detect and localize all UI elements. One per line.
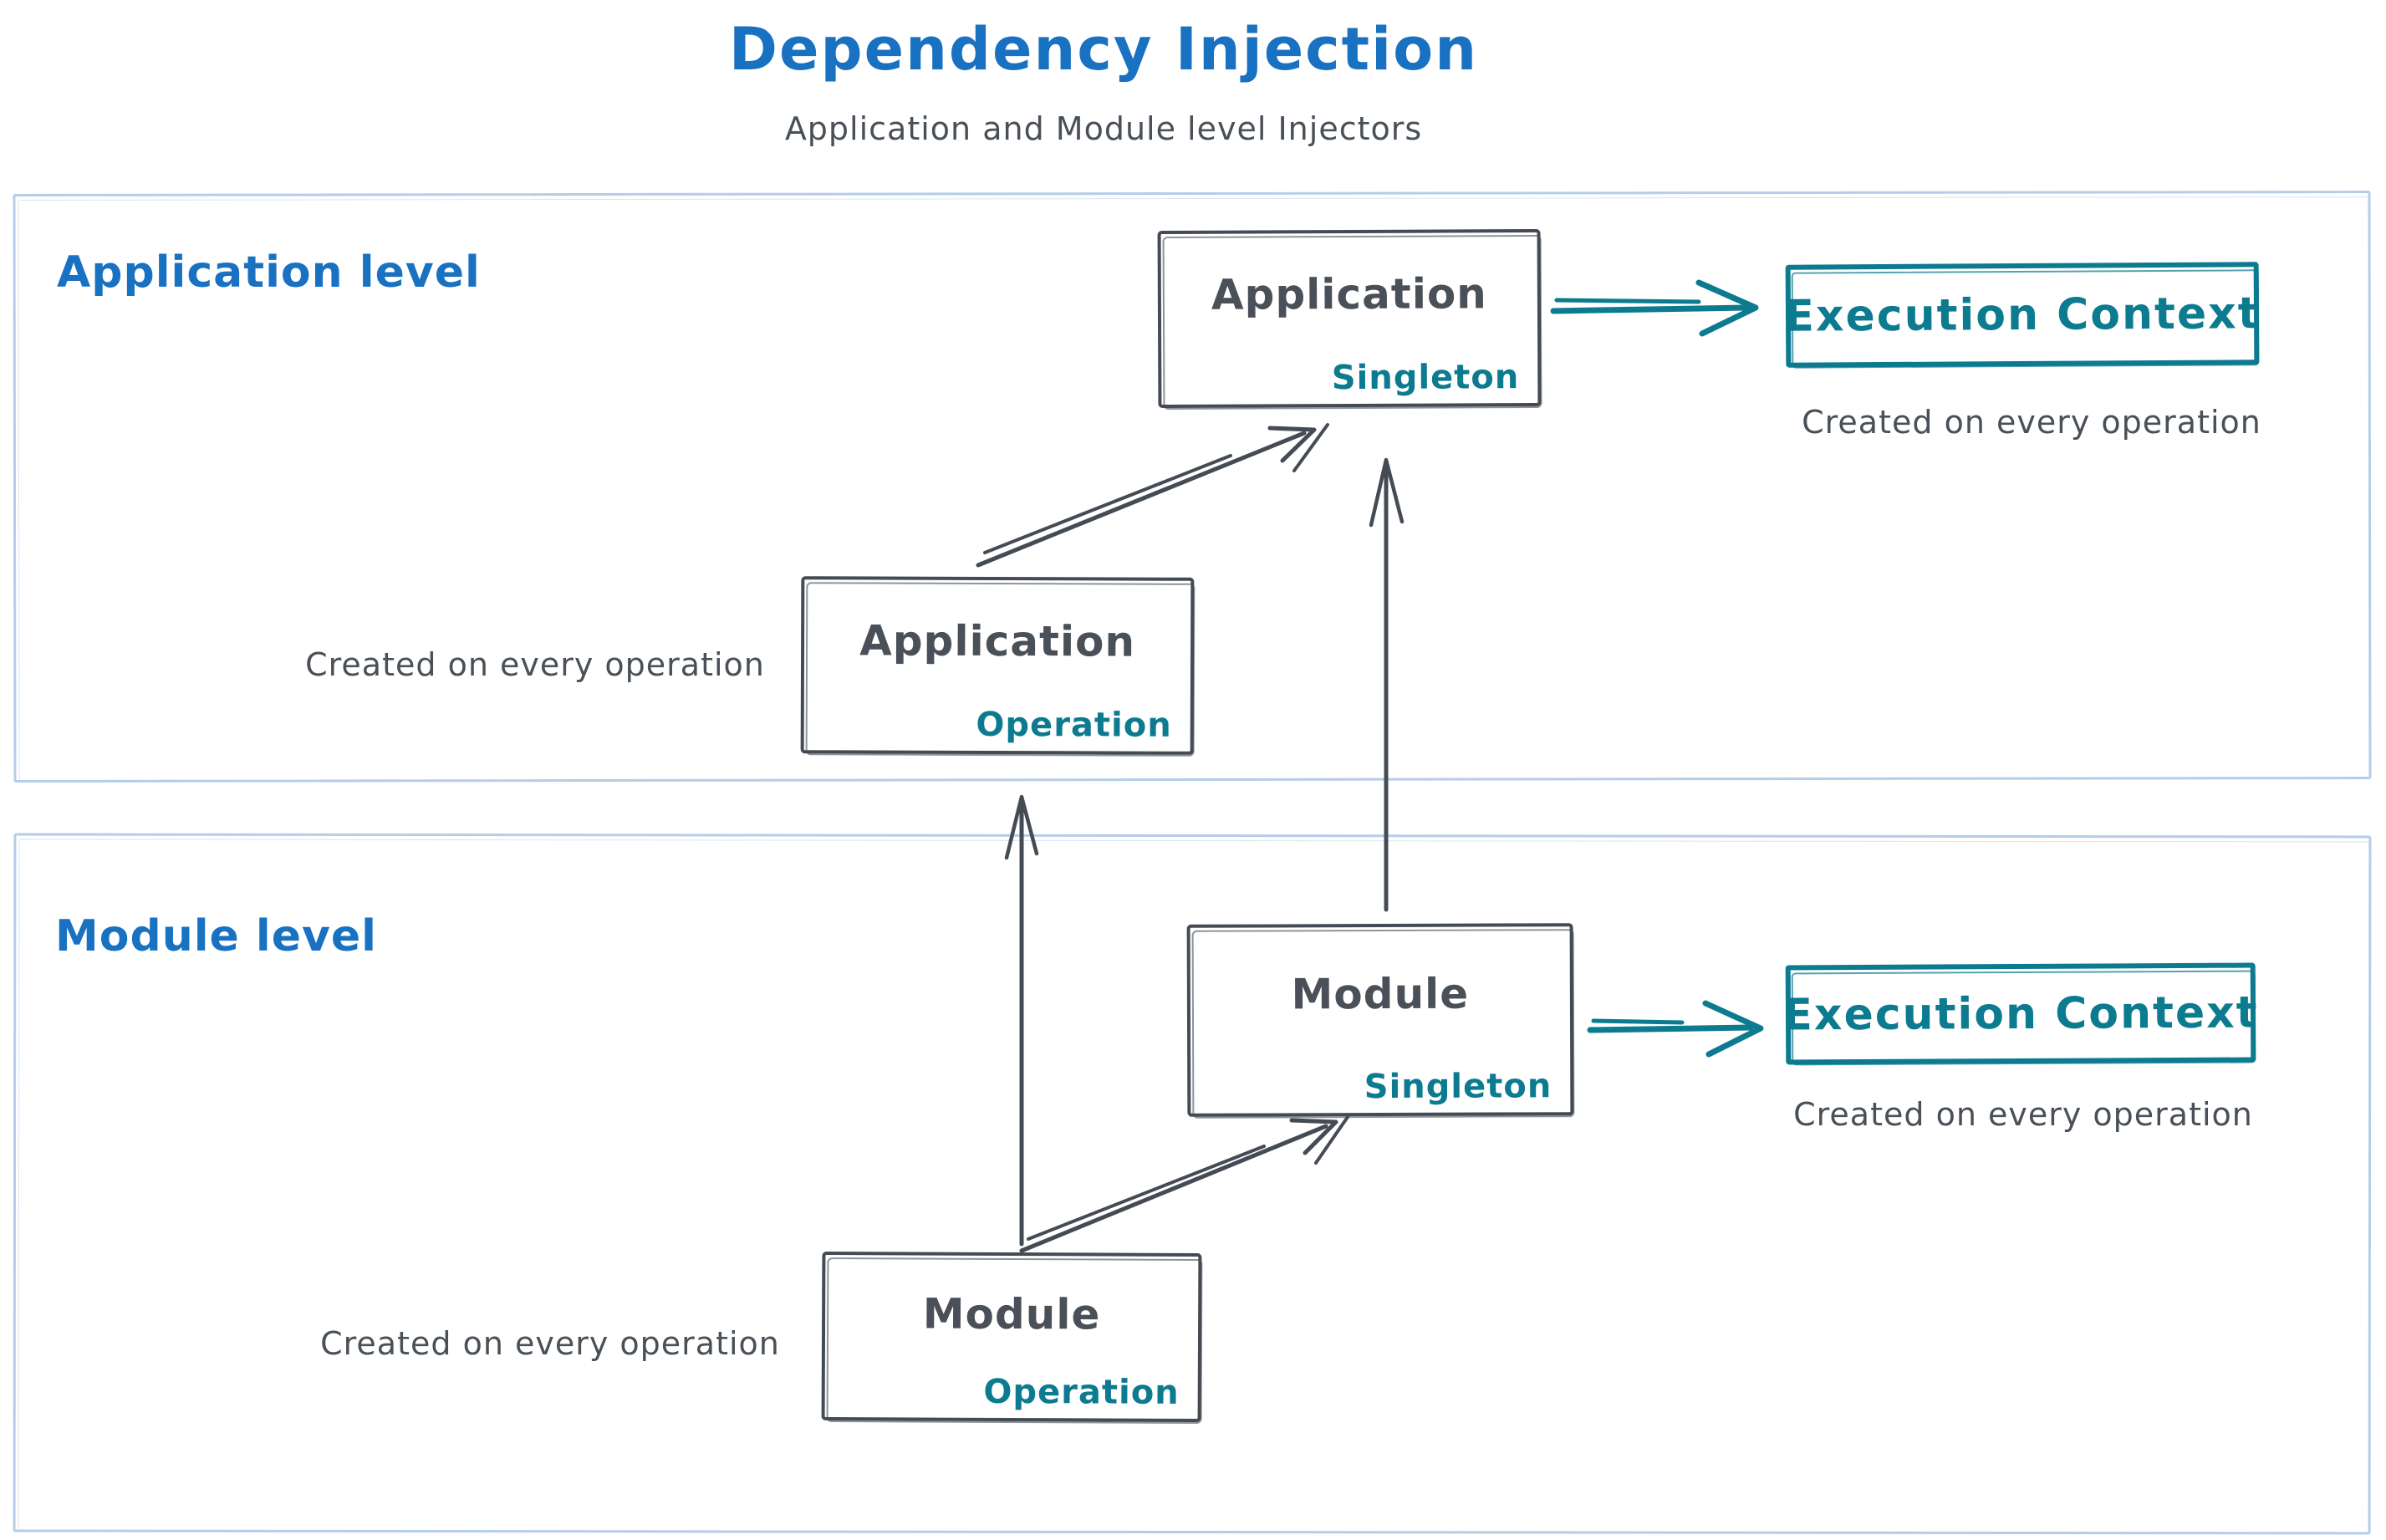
box-title: Execution Context	[1784, 288, 2261, 342]
caption-created-on-every-operation-module: Created on every operation	[320, 1325, 780, 1362]
caption-created-on-every-operation-exec-module: Created on every operation	[1793, 1096, 2253, 1133]
box-title: Module	[1291, 969, 1470, 1019]
box-application-singleton: Application Singleton	[1157, 229, 1542, 408]
box-title: Execution Context	[1782, 987, 2259, 1040]
box-execution-context-application: Execution Context	[1784, 262, 2261, 368]
box-title: Module	[922, 1289, 1101, 1339]
page-title: Dependency Injection	[728, 15, 1479, 84]
caption-created-on-every-operation-app: Created on every operation	[305, 646, 765, 683]
box-scope-tag: Singleton	[1364, 1067, 1552, 1107]
box-execution-context-module: Execution Context	[1782, 962, 2259, 1065]
caption-created-on-every-operation-exec-app: Created on every operation	[1802, 404, 2261, 441]
box-title: Application	[859, 616, 1136, 667]
box-title: Application	[1211, 269, 1487, 320]
application-level-label: Application level	[57, 247, 481, 298]
box-module-operation: Module Operation	[821, 1252, 1202, 1422]
box-scope-tag: Operation	[976, 705, 1172, 745]
box-scope-tag: Operation	[983, 1372, 1180, 1412]
box-module-singleton: Module Singleton	[1186, 923, 1574, 1117]
page-subtitle: Application and Module level Injectors	[784, 110, 1423, 147]
box-application-operation: Application Operation	[800, 576, 1195, 755]
module-level-label: Module level	[55, 911, 377, 961]
box-scope-tag: Singleton	[1331, 358, 1520, 398]
